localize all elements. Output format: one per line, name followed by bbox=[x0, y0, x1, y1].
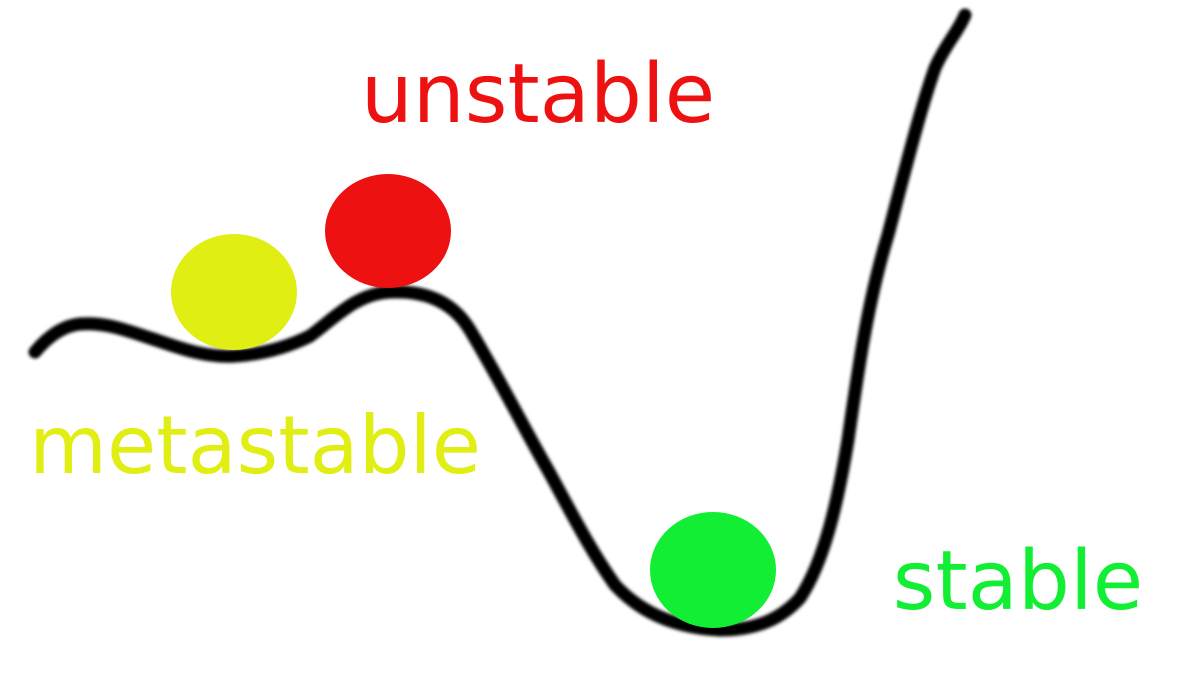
unstable-label: unstable bbox=[361, 47, 715, 142]
stable-label: stable bbox=[893, 534, 1143, 629]
metastable-label: metastable bbox=[29, 399, 481, 492]
unstable-ball bbox=[325, 174, 451, 288]
metastable-ball bbox=[171, 234, 297, 350]
stable-ball bbox=[650, 512, 776, 628]
potential-curve bbox=[28, 8, 972, 637]
